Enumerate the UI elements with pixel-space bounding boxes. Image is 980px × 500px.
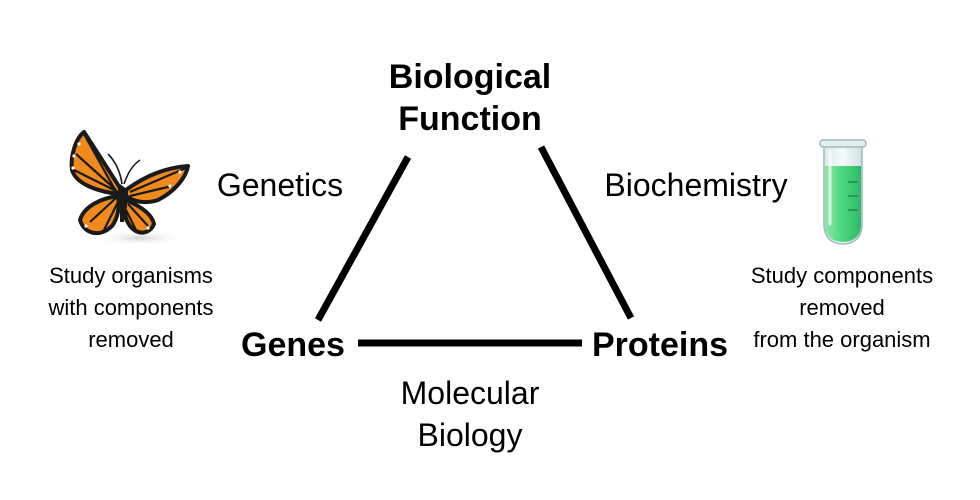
butterfly-icon xyxy=(69,130,190,246)
node-biological-function: Biological Function xyxy=(370,56,570,140)
edge-line-biochemistry xyxy=(537,145,635,320)
node-biological-function-line2: Function xyxy=(398,100,542,138)
note-biochemistry-line2: removed xyxy=(799,295,885,320)
node-proteins: Proteins xyxy=(591,326,729,364)
test-tube-icon xyxy=(819,139,867,245)
note-genetics-line2: with components xyxy=(48,295,214,320)
edge-label-molecular-biology-line2: Biology xyxy=(417,417,523,453)
note-biochemistry-line3: from the organism xyxy=(753,327,931,352)
edge-line-genetics xyxy=(314,155,412,322)
edge-label-molecular-biology: Molecular Biology xyxy=(370,372,570,456)
node-biological-function-line1: Biological xyxy=(388,58,552,96)
note-biochemistry-line1: Study components xyxy=(750,263,934,288)
node-genes: Genes xyxy=(241,326,345,364)
note-genetics-line1: Study organisms xyxy=(49,263,213,288)
note-genetics: Study organisms with components removed xyxy=(26,260,236,356)
edge-label-biochemistry: Biochemistry xyxy=(604,167,788,203)
edge-label-molecular-biology-line1: Molecular xyxy=(400,375,540,411)
edge-label-genetics: Genetics xyxy=(216,167,344,203)
note-biochemistry: Study components removed from the organi… xyxy=(732,260,952,356)
note-genetics-line3: removed xyxy=(88,327,174,352)
